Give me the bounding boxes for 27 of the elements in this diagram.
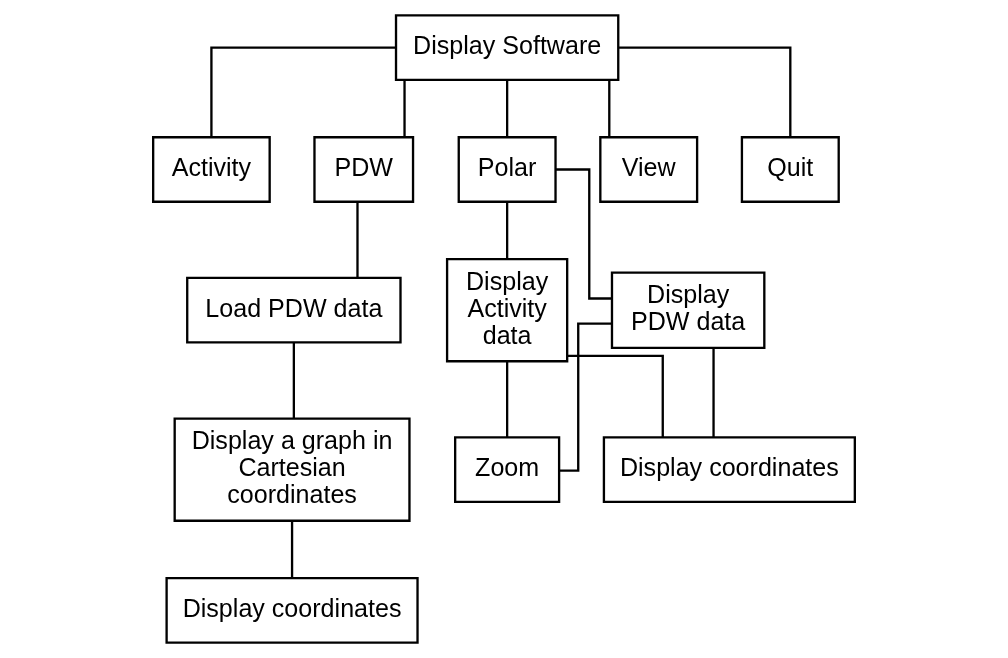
node-box: Display Activity data xyxy=(445,257,569,363)
node-box: Polar xyxy=(457,136,557,203)
node-box: Quit xyxy=(740,136,840,203)
connector xyxy=(567,354,664,438)
connector xyxy=(505,361,509,437)
node-box: View xyxy=(599,136,699,203)
connector xyxy=(619,46,792,137)
connector xyxy=(290,521,294,578)
node-box: Zoom xyxy=(454,436,561,504)
connector xyxy=(505,202,509,259)
connector xyxy=(559,322,612,472)
node-box: Display a graph in Cartesian coordinates xyxy=(173,417,411,522)
connector xyxy=(555,168,612,300)
node-box: Load PDW data xyxy=(186,276,402,344)
connector xyxy=(712,348,715,437)
node-box: Display coordinates xyxy=(165,576,419,644)
node-box: Display Software xyxy=(394,14,620,82)
node-box: Activity xyxy=(152,136,271,203)
connector xyxy=(505,80,509,137)
connector xyxy=(292,342,296,418)
node-box: Display PDW data xyxy=(610,271,766,349)
node-box: PDW xyxy=(313,136,415,203)
connector xyxy=(356,202,359,278)
connector xyxy=(403,80,406,137)
node-box: Display coordinates xyxy=(602,436,856,504)
connector xyxy=(608,80,611,137)
connector xyxy=(210,46,396,137)
